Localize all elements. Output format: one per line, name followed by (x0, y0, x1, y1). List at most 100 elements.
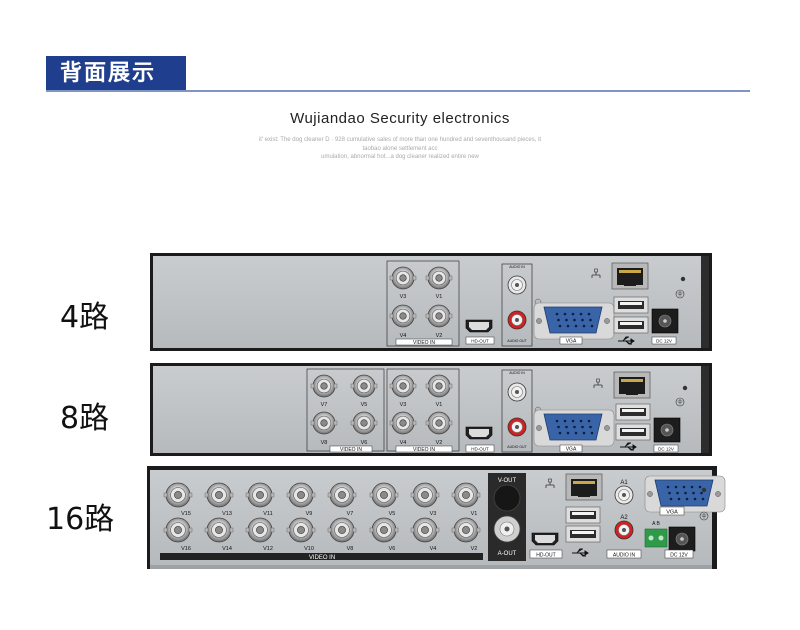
rs485-terminal (644, 528, 668, 548)
bnc-lug (410, 492, 415, 498)
bnc-lug (310, 420, 315, 426)
rs485-screw (658, 535, 664, 541)
power-jack-pin (665, 428, 669, 432)
a2-label: A2 (620, 515, 628, 521)
vga-pin (557, 318, 560, 322)
bnc-label: V3 (430, 511, 437, 517)
vga-pin (669, 497, 673, 501)
hdmi-label: HD-OUT (471, 339, 489, 344)
bnc-label: V10 (304, 546, 314, 552)
fine-print-3: umulation, abnormal hot...a dog cleaner … (321, 154, 479, 160)
vga-screw (715, 491, 721, 497)
hdmi-label: HD-OUT (471, 447, 489, 452)
bnc-label: V7 (321, 402, 328, 408)
model-label-8ch: 8路 (60, 401, 110, 436)
bnc-lug (435, 527, 440, 533)
vga-pin (700, 491, 703, 495)
bnc-lug (425, 313, 430, 319)
bnc-label: V14 (222, 546, 232, 552)
bnc-label: V2 (436, 440, 443, 446)
ground-screw (701, 487, 707, 493)
bnc-label: V5 (389, 511, 396, 517)
bnc-pin (215, 526, 223, 534)
bnc-pin (338, 491, 346, 499)
bnc-lug (448, 313, 453, 319)
audio-in-jack-pin (515, 390, 519, 394)
bnc-pin (435, 312, 443, 320)
dc-label: DC 12V (670, 553, 688, 559)
bnc-label: V8 (321, 440, 328, 446)
dc-tag (664, 549, 694, 559)
vga-label: VGA (666, 510, 678, 516)
bnc-label: V6 (361, 440, 368, 446)
port-group-frame (386, 260, 460, 347)
bnc-pin (399, 419, 407, 427)
vga-pin (685, 497, 689, 501)
hdmi-port-inner (469, 429, 489, 437)
audio-in-jack-2-pin (622, 528, 626, 532)
vga-pin (579, 312, 583, 316)
bnc-pin (380, 491, 388, 499)
bnc-lug (204, 527, 209, 533)
vga-pin (555, 312, 559, 316)
bnc-label: V9 (306, 511, 313, 517)
vga-label: VGA (566, 339, 577, 345)
bnc-lug (412, 313, 417, 319)
header-divider (46, 90, 750, 92)
section-header: 背面展示 (46, 56, 186, 92)
vga-pin (566, 324, 570, 328)
vga-pin (589, 425, 592, 429)
vga-pin (676, 491, 679, 495)
power-jack-pin (663, 319, 667, 323)
bnc-lug (476, 492, 481, 498)
audio-in-label: AUDIO IN (509, 371, 525, 375)
a1-label: A1 (620, 480, 628, 486)
video-in-label: VIDEO IN (413, 447, 435, 453)
bnc-label: V8 (347, 546, 354, 552)
video-in-tag (329, 445, 373, 453)
video-in-tag (395, 338, 453, 346)
vga-port (543, 306, 603, 334)
ground-icon (675, 289, 685, 299)
usb-port-2-tongue (620, 322, 642, 325)
ground-icon-lines (701, 513, 707, 519)
bnc-pin (435, 419, 443, 427)
bnc-lug (229, 527, 234, 533)
bnc-lug (425, 383, 430, 389)
fine-print-1: it' exist: The dog cleaner D · 928 cumul… (258, 137, 542, 143)
network-icon (591, 272, 601, 278)
vga-pin (563, 419, 567, 423)
bnc-lug (389, 420, 394, 426)
bnc-lug (350, 383, 355, 389)
bnc-lug (286, 492, 291, 498)
vga-port (543, 413, 603, 441)
bnc-label: V2 (471, 546, 478, 552)
hdmi-port-inner (469, 322, 489, 330)
bnc-lug (476, 527, 481, 533)
bnc-pin (360, 419, 368, 427)
bnc-lug (333, 383, 338, 389)
vga-pin (666, 485, 670, 489)
bnc-lug (448, 275, 453, 281)
rs485-label: A B (652, 521, 660, 527)
usb-port-2-tongue (622, 429, 644, 432)
audio-out-label: AUDIO OUT (507, 339, 527, 343)
video-in-label: VIDEO IN (309, 555, 335, 561)
network-icon (545, 482, 555, 488)
bnc-pin (320, 419, 328, 427)
ground-icon-lines (677, 399, 683, 405)
ground-icon (675, 397, 685, 407)
v-out-label: V-OUT (498, 478, 517, 484)
bnc-label: V4 (430, 546, 437, 552)
bnc-lug (369, 492, 374, 498)
bnc-label: V3 (400, 294, 407, 300)
audio-in-tag (606, 549, 642, 559)
bnc-lug (389, 383, 394, 389)
bnc-lug (451, 492, 456, 498)
bnc-pin (421, 491, 429, 499)
bnc-label: V15 (181, 511, 191, 517)
bnc-lug (373, 383, 378, 389)
bnc-pin (399, 312, 407, 320)
bnc-pin (320, 382, 328, 390)
